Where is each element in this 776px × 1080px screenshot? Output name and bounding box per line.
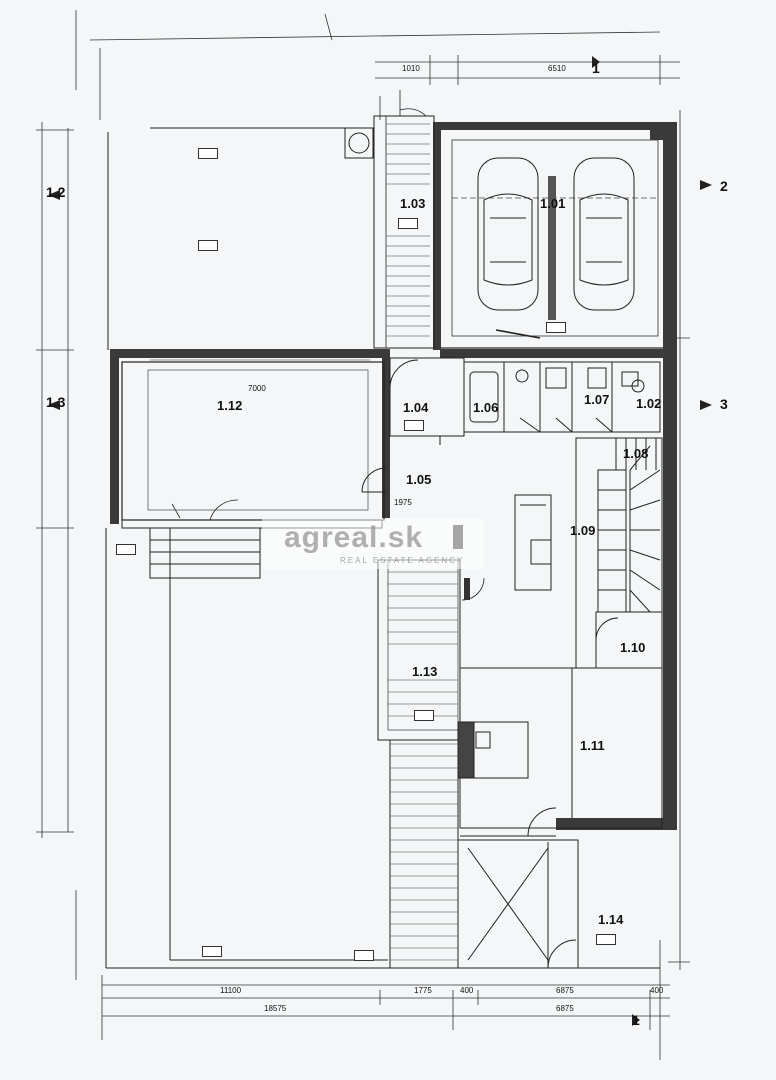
dim-bottom-7: 6875 — [556, 1004, 574, 1013]
section-marker-1-3: 1.3 — [46, 394, 66, 410]
watermark-backdrop — [262, 519, 484, 569]
dim-bottom-3: 400 — [460, 986, 474, 995]
area-tag — [414, 710, 434, 721]
area-tag — [404, 420, 424, 431]
room-label-1-07: 1.07 — [584, 392, 610, 407]
area-tag — [354, 950, 374, 961]
room-label-1-12: 1.12 — [217, 398, 243, 413]
room-label-1-02: 1.02 — [636, 396, 662, 411]
room-label-1-06: 1.06 — [473, 400, 499, 415]
section-marker-1-bottom: 1 — [632, 1012, 640, 1028]
area-tag — [546, 322, 566, 333]
section-marker-1-2: 1.2 — [46, 184, 66, 200]
garage — [433, 122, 668, 350]
walls — [110, 122, 677, 830]
upper-terrace — [107, 127, 374, 350]
room-label-1-09: 1.09 — [570, 523, 596, 538]
car-right — [573, 157, 635, 311]
lower-garden — [105, 527, 660, 969]
room-label-1-04: 1.04 — [403, 400, 429, 415]
area-tag — [198, 240, 218, 251]
area-tag — [398, 218, 418, 229]
stair-1-08 — [575, 437, 663, 669]
section-marker-2: 2 — [720, 178, 728, 194]
section-arrows — [48, 56, 712, 1026]
room-1-11 — [457, 667, 663, 837]
room-label-1-14: 1.14 — [598, 912, 624, 927]
stair-1-03 — [373, 90, 435, 349]
area-tag — [116, 544, 136, 555]
room-label-1-10: 1.10 — [620, 640, 646, 655]
area-tag — [198, 148, 218, 159]
dim-bottom-1: 11100 — [220, 986, 242, 995]
bottom-dimension-lines — [101, 940, 670, 1060]
dim-top-2: 6510 — [548, 64, 566, 73]
watermark-tagline: REAL ESTATE AGENCY — [340, 556, 465, 565]
room-label-1-11: 1.11 — [580, 738, 605, 753]
room-label-1-13: 1.13 — [412, 664, 438, 679]
area-tag — [596, 934, 616, 945]
dim-bottom-2: 1775 — [414, 986, 432, 995]
room-label-1-05: 1.05 — [406, 472, 432, 487]
dim-bottom-4: 6875 — [556, 986, 574, 995]
left-dimension-lines — [36, 10, 77, 980]
car-left — [477, 157, 539, 311]
dim-bottom-5: 400 — [650, 986, 664, 995]
watermark-logo: agreal.sk — [284, 521, 424, 554]
room-label-1-08: 1.08 — [623, 446, 649, 461]
room-label-1-01: 1.01 — [540, 196, 566, 211]
top-dimension-lines — [89, 13, 680, 120]
service-rooms — [389, 357, 661, 437]
section-marker-1-top: 1 — [592, 60, 600, 76]
dim-room-1-12: 7000 — [248, 384, 266, 393]
section-marker-3: 3 — [720, 396, 728, 412]
room-label-1-03: 1.03 — [400, 196, 426, 211]
dim-bottom-6: 18575 — [264, 1004, 287, 1013]
hall — [361, 436, 552, 591]
area-tag — [202, 946, 222, 957]
dim-hall: 1975 — [394, 498, 412, 507]
dim-top-1: 1010 — [402, 64, 420, 73]
